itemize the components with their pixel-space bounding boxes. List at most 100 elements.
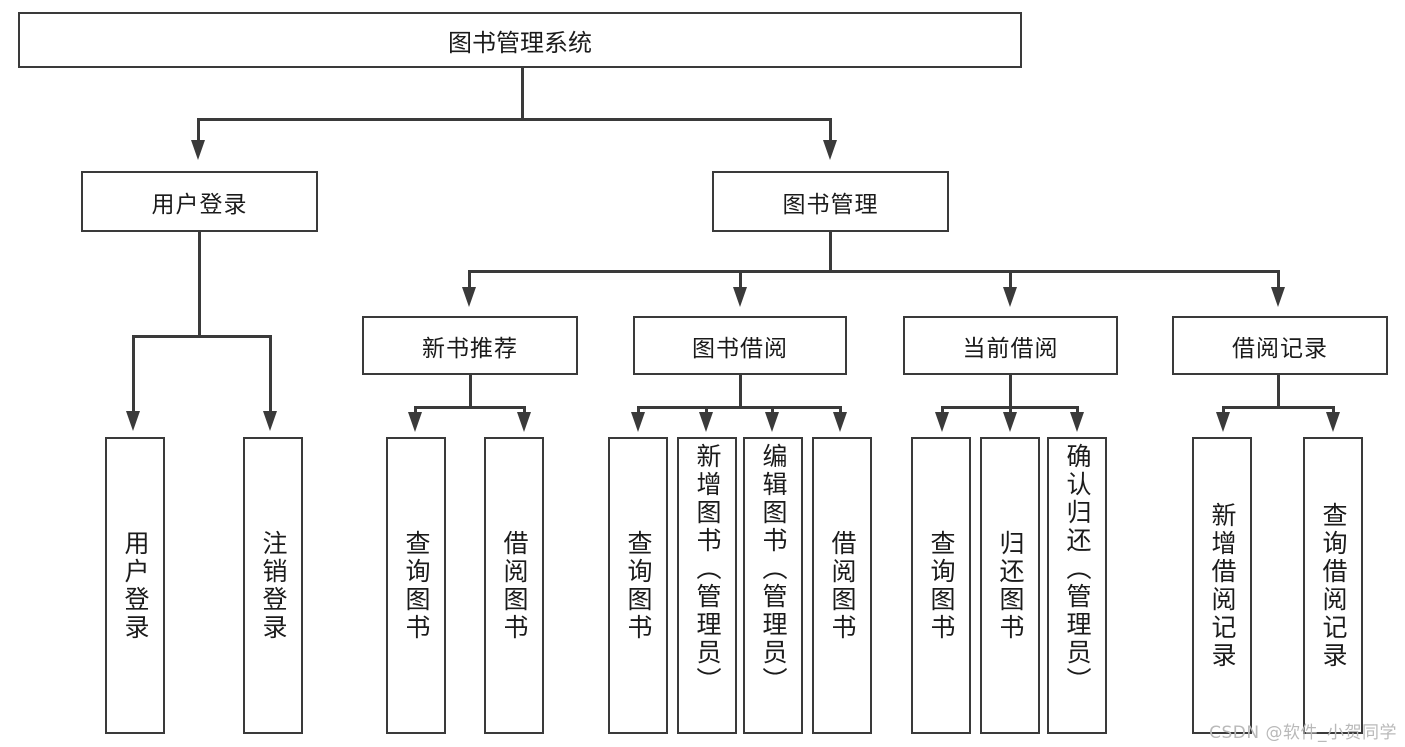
arrow-to-current-borrow [1003,287,1017,307]
arrow-to-leaf-return-book [1003,412,1017,432]
leaf-text-wrapper: 编辑图书（管理员） [745,439,801,736]
node-borrow-record[interactable]: 借阅记录 [1172,316,1388,375]
node-leaf-query-borrow-record[interactable]: 查询借阅记录 [1303,437,1363,734]
leaf-text-wrapper: 查询图书 [913,439,969,732]
node-new-book-recommend[interactable]: 新书推荐 [362,316,578,375]
node-label: 归还图书 [996,529,1025,642]
node-label: 确认归还（管理员） [1063,443,1092,695]
connector-level1-bar [197,118,831,121]
connector-newbook-drop-1 [414,406,417,414]
connector-user-login-drop-2 [269,335,272,413]
connector-currentborrow-stem [1009,375,1012,408]
connector-bookborrow-drop-3 [771,406,774,414]
connector-level2-bar [468,270,1279,273]
arrow-to-leaf-query-book-3 [935,412,949,432]
connector-newbook-drop-2 [523,406,526,414]
node-label: 借阅记录 [1232,335,1328,362]
node-label: 编辑图书（管理员） [759,443,788,695]
arrow-to-leaf-logout-login [263,411,277,431]
node-label: 查询图书 [624,529,653,642]
node-leaf-query-book-3[interactable]: 查询图书 [911,437,971,734]
node-label: 图书借阅 [692,335,788,362]
connector-bookborrow-drop-4 [839,406,842,414]
leaf-text-wrapper: 确认归还（管理员） [1049,439,1105,736]
arrow-to-leaf-query-book-2 [631,412,645,432]
connector-level2-drop-1 [468,270,471,289]
leaf-text-wrapper: 用户登录 [107,439,163,732]
arrow-to-leaf-confirm-return-admin [1070,412,1084,432]
node-leaf-query-book-1[interactable]: 查询图书 [386,437,446,734]
node-label: 用户登录 [121,529,150,642]
arrow-to-book-borrow [733,287,747,307]
connector-newbook-stem [469,375,472,408]
arrow-to-leaf-borrow-book-2 [833,412,847,432]
connector-bookborrow-bar [637,406,841,409]
connector-currentborrow-drop-2 [1009,406,1012,414]
leaf-text-wrapper: 新增借阅记录 [1194,439,1250,732]
node-leaf-return-book[interactable]: 归还图书 [980,437,1040,734]
connector-borrowrecord-stem [1277,375,1280,408]
leaf-text-wrapper: 查询图书 [388,439,444,732]
node-current-borrow[interactable]: 当前借阅 [903,316,1118,375]
node-label: 新增借阅记录 [1208,501,1237,670]
node-label: 图书管理系统 [448,28,592,57]
arrow-to-book-management [823,140,837,160]
node-leaf-edit-book-admin[interactable]: 编辑图书（管理员） [743,437,803,734]
arrow-to-borrow-record [1271,287,1285,307]
node-leaf-query-book-2[interactable]: 查询图书 [608,437,668,734]
connector-level2-drop-3 [1009,270,1012,289]
node-book-management[interactable]: 图书管理 [712,171,949,232]
node-leaf-logout-login[interactable]: 注销登录 [243,437,303,734]
node-root-system[interactable]: 图书管理系统 [18,12,1022,68]
arrow-to-leaf-query-book-1 [408,412,422,432]
connector-level1-drop-left [197,118,200,142]
arrow-to-leaf-add-borrow-record [1216,412,1230,432]
arrow-to-leaf-query-borrow-record [1326,412,1340,432]
connector-currentborrow-drop-3 [1076,406,1079,414]
connector-user-login-stem [198,232,201,337]
node-leaf-borrow-book-2[interactable]: 借阅图书 [812,437,872,734]
connector-level2-drop-2 [739,270,742,289]
connector-bookborrow-stem [739,375,742,408]
connector-borrowrecord-bar [1222,406,1335,409]
node-user-login[interactable]: 用户登录 [81,171,318,232]
arrow-to-leaf-user-login [126,411,140,431]
node-label: 查询图书 [402,529,431,642]
connector-root-stem [521,68,524,120]
leaf-text-wrapper: 借阅图书 [814,439,870,732]
arrow-to-leaf-add-book-admin [699,412,713,432]
node-label: 新增图书（管理员） [693,443,722,695]
connector-user-login-bar [132,335,271,338]
connector-borrowrecord-drop-1 [1222,406,1225,414]
node-label: 注销登录 [259,529,288,642]
node-book-borrow[interactable]: 图书借阅 [633,316,847,375]
node-label: 借阅图书 [500,529,529,642]
connector-level1-drop-right [829,118,832,142]
connector-borrowrecord-drop-2 [1332,406,1335,414]
connector-currentborrow-drop-1 [941,406,944,414]
node-leaf-user-login[interactable]: 用户登录 [105,437,165,734]
node-label: 查询图书 [927,529,956,642]
node-label: 新书推荐 [422,335,518,362]
node-label: 查询借阅记录 [1319,501,1348,670]
node-label: 当前借阅 [962,335,1059,362]
leaf-text-wrapper: 新增图书（管理员） [679,439,735,736]
connector-newbook-bar [414,406,526,409]
connector-level2-drop-4 [1277,270,1280,289]
arrow-to-user-login [191,140,205,160]
leaf-text-wrapper: 借阅图书 [486,439,542,732]
node-label: 借阅图书 [828,529,857,642]
node-leaf-confirm-return-admin[interactable]: 确认归还（管理员） [1047,437,1107,734]
connector-book-management-stem [829,232,832,272]
node-leaf-add-book-admin[interactable]: 新增图书（管理员） [677,437,737,734]
leaf-text-wrapper: 查询图书 [610,439,666,732]
node-label: 图书管理 [782,191,879,218]
node-label: 用户登录 [151,191,248,218]
node-leaf-borrow-book-1[interactable]: 借阅图书 [484,437,544,734]
node-leaf-add-borrow-record[interactable]: 新增借阅记录 [1192,437,1252,734]
leaf-text-wrapper: 查询借阅记录 [1305,439,1361,732]
connector-bookborrow-drop-2 [705,406,708,414]
leaf-text-wrapper: 注销登录 [245,439,301,732]
arrow-to-new-book-recommend [462,287,476,307]
